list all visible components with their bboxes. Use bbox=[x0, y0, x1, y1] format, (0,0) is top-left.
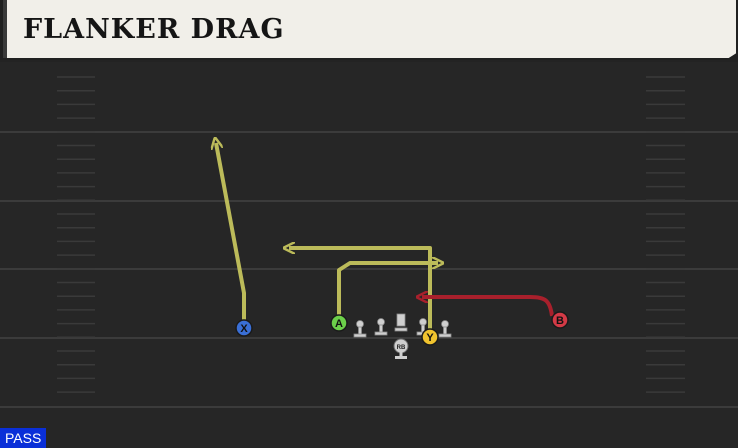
title-plate: FLANKER DRAG bbox=[3, 0, 736, 58]
a-route-drag bbox=[337, 263, 438, 316]
yard-lines bbox=[0, 131, 738, 408]
b-marker bbox=[551, 311, 569, 329]
routes bbox=[216, 143, 438, 330]
x-route-go bbox=[216, 143, 246, 320]
rb-base bbox=[395, 356, 407, 359]
receiver-b[interactable]: B bbox=[551, 311, 569, 329]
lineman-icon bbox=[353, 320, 367, 338]
hash-marks bbox=[57, 76, 685, 393]
receiver-a[interactable]: A bbox=[330, 314, 348, 332]
rb-label: RB bbox=[397, 345, 406, 351]
y-label: Y bbox=[426, 332, 434, 344]
field bbox=[0, 62, 738, 448]
play-type-badge: PASS bbox=[0, 428, 47, 448]
receiver-y[interactable]: Y bbox=[421, 328, 439, 346]
receiver-x[interactable]: X bbox=[235, 319, 253, 337]
lineman-icon bbox=[438, 320, 452, 338]
x-label: X bbox=[240, 323, 248, 335]
a-marker bbox=[330, 314, 348, 332]
y-route-drag bbox=[289, 248, 432, 330]
x-marker bbox=[235, 319, 253, 337]
running-back: RB bbox=[393, 338, 409, 359]
center-icon bbox=[394, 313, 408, 332]
y-marker bbox=[421, 328, 439, 346]
b-label: B bbox=[556, 315, 564, 327]
lineman-icon bbox=[374, 318, 388, 336]
a-label: A bbox=[335, 318, 343, 330]
b-route-drag bbox=[422, 297, 554, 317]
title-accent bbox=[3, 0, 7, 58]
play-title: FLANKER DRAG bbox=[23, 14, 285, 45]
rb-stem bbox=[399, 352, 403, 357]
header-bar: FLANKER DRAG bbox=[0, 0, 738, 60]
